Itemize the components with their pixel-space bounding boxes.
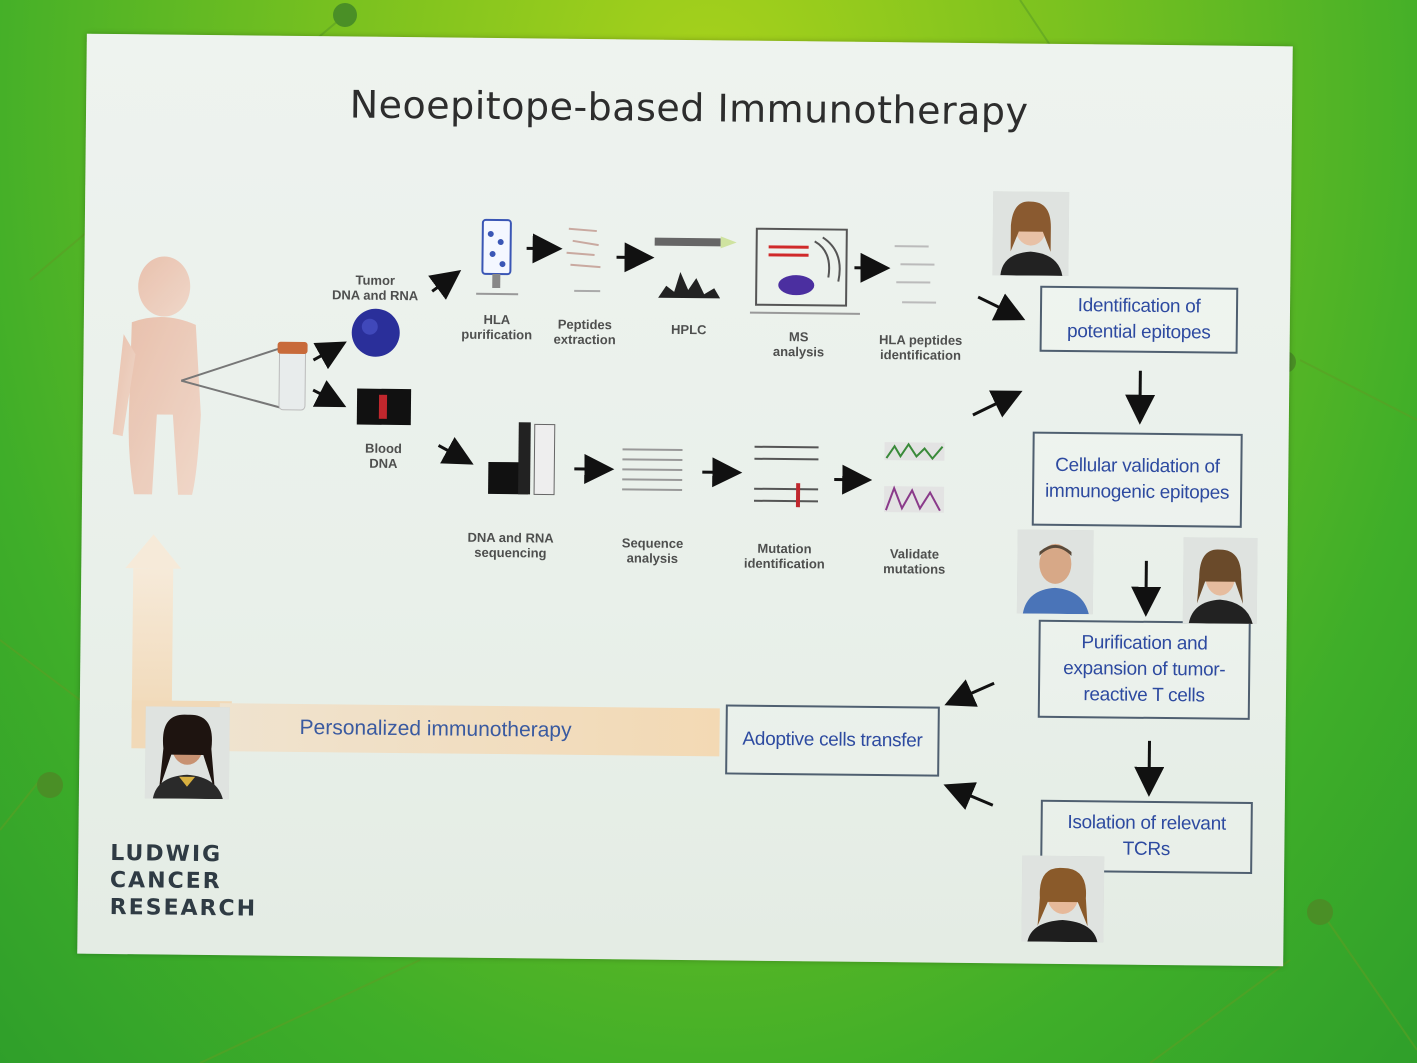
tumor-dna-rna-label: Tumor DNA and RNA [331,272,419,304]
peptides-extraction-icon [566,227,601,293]
step-label-hplc: HPLC [671,321,707,338]
sample-line [180,379,282,409]
arrow [1134,740,1165,797]
ludwig-cancer-research-logo: LUDWIG CANCER RESEARCH [110,840,258,923]
blood-dna-label: Blood DNA [365,440,403,471]
patient-silhouette-icon [112,256,201,495]
step-label-mutation-identification: Mutation identification [743,540,825,572]
logo-line: LUDWIG [110,841,223,868]
arrow [972,390,1023,418]
researcher-photo [1021,855,1105,943]
logo-line: RESEARCH [109,894,258,922]
step-label-sequence-analysis: Sequence analysis [621,535,684,566]
step-label-ms-analysis: MS analysis [772,329,825,360]
personalized-immunotherapy-banner: Personalized immunotherapy [219,703,720,757]
step-label-validate-mutations: Validate mutations [883,546,946,577]
step-label-peptides-extraction: Peptides extraction [553,316,616,348]
hplc-icon [654,236,737,299]
mutation-identification-icon [753,445,819,508]
arrow [1131,560,1162,617]
arrow [944,679,995,707]
validation-box: Cellular validation of immunogenic epito… [1031,431,1243,528]
presentation-slide: Neoepitope-based Immunotherapy [77,33,1293,967]
sequence-analysis-icon [622,448,683,491]
arrow [943,782,994,810]
step-label-hla-peptides-identification: HLA peptides identification [878,332,963,363]
tumor-cell-icon [351,308,400,357]
arrow [312,341,347,370]
arrow [428,270,462,300]
researcher-photo [1016,529,1094,615]
ms-analysis-icon [749,227,860,315]
researcher-photo [992,191,1070,277]
arrow [1125,370,1156,425]
hla-column-icon [476,218,519,296]
sample-line [180,346,282,382]
banner-text: Personalized immunotherapy [299,715,572,742]
validate-mutations-icon [883,442,945,513]
purification-box: Purification and expansion of tumor-reac… [1037,619,1251,720]
arrow [977,293,1026,321]
blood-sample-icon [356,388,412,426]
arrow [312,380,347,408]
adoptive-transfer-box: Adoptive cells transfer [725,704,940,777]
logo-line: CANCER [109,868,222,895]
researcher-photo [1182,537,1258,624]
researcher-photo [144,706,230,800]
identification-box: Identification of potential epitopes [1039,285,1239,354]
hla-peptides-identification-icon [894,245,937,304]
step-label-dna-rna-sequencing: DNA and RNA sequencing [467,529,554,561]
arrow [437,437,474,465]
sequencer-icon [488,422,556,496]
sample-vial-icon [277,341,308,411]
